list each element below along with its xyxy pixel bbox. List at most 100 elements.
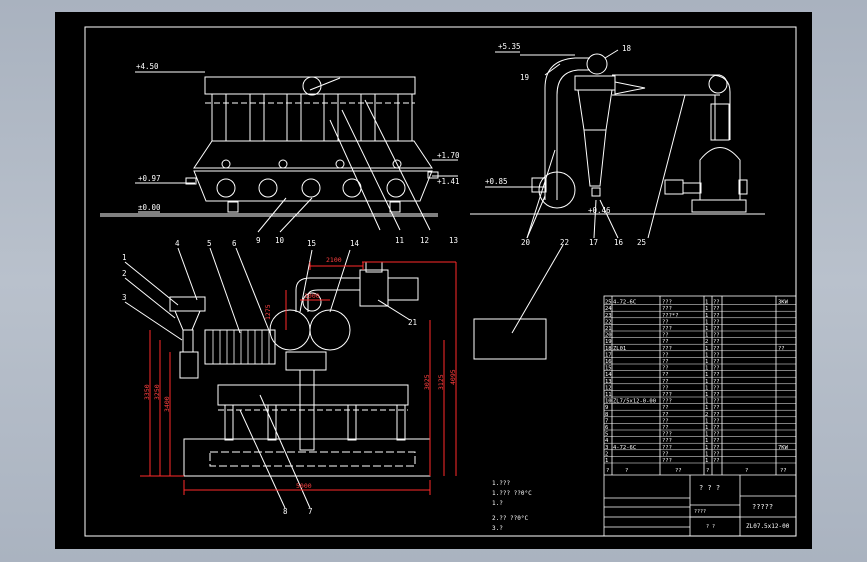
title-block-cell-mat: ?? [713, 418, 720, 424]
front-elevation [100, 71, 458, 233]
title-block-cell-mat: ?? [713, 339, 720, 345]
title-block-cell-qty: 1 [705, 352, 708, 358]
title-block-cell-no: 4 [605, 438, 609, 444]
hdr-c5: ? [745, 468, 748, 474]
title-block-cell-mat: ?? [713, 319, 720, 325]
title-block-cell-no: 12 [605, 385, 612, 391]
designer: ???? [694, 509, 706, 515]
title-block-cell-mat: ?? [713, 333, 720, 339]
dim-h5: 3125 [437, 374, 445, 390]
label-4: 4 [175, 239, 180, 248]
title-block-cell-no: 5 [605, 432, 608, 438]
title-block-cell-no: 14 [605, 372, 612, 378]
title-block-cell-mat: ?? [713, 346, 720, 352]
hdr-c6: ?? [780, 468, 787, 474]
side-elevation [470, 49, 765, 239]
title-block-cell-name: ?? [662, 372, 669, 378]
title-block-cell-code: 4-72-6C [613, 445, 636, 451]
label-5: 5 [207, 239, 212, 248]
title-block-cell-qty: 1 [705, 392, 708, 398]
title-block-cell-qty: 1 [705, 326, 708, 332]
title-block-cell-mat: ?? [713, 366, 720, 372]
title-block-cell-mat: ?? [713, 359, 720, 365]
label-10: 10 [275, 236, 285, 245]
title-block-cell-rem: 7KW [778, 445, 789, 451]
title-block-cell-name: ?? [662, 319, 669, 325]
elev-left-zero: ±0.00 [138, 203, 161, 212]
dim-top-width: 2100 [326, 256, 342, 264]
label-3: 3 [122, 293, 127, 302]
title-block-cell-qty: 1 [705, 445, 708, 451]
title-block-cell-qty: 1 [705, 399, 708, 405]
label-17: 17 [589, 238, 598, 247]
title-block-cell-no: 24 [605, 306, 612, 312]
title-block-cell-no: 7 [605, 418, 608, 424]
label-25: 25 [637, 238, 646, 247]
dim-h6: 4095 [449, 369, 457, 385]
title-block-cell-qty: 1 [705, 432, 708, 438]
title-block-cell-rem: 3KW [778, 300, 789, 306]
title-block-cell-qty: 2 [705, 339, 708, 345]
title-block-cell-name: ?? [662, 352, 669, 358]
label-7: 7 [308, 507, 313, 516]
title-block-cell-qty: 1 [705, 346, 708, 352]
label-8: 8 [283, 507, 288, 516]
note-1: 1.??? [492, 480, 510, 487]
elev-left-base: +0.97 [138, 174, 161, 183]
title-block-cell-qty: 1 [705, 379, 708, 385]
dim-small1: 1275 [264, 304, 272, 320]
plan-view [124, 247, 431, 509]
title-block-cell-no: 3 [605, 445, 608, 451]
title-block-cell-qty: 1 [705, 372, 708, 378]
label-15: 15 [307, 239, 316, 248]
title-block-cell-name: ?? [662, 379, 669, 385]
title-block-cell-mat: ?? [713, 392, 720, 398]
title-block-cell-name: ??? [662, 300, 672, 306]
title-block-cell-no: 20 [605, 333, 612, 339]
label-12: 12 [420, 236, 429, 245]
title-block-cell-mat: ?? [713, 432, 720, 438]
title-block-cell-no: 19 [605, 339, 612, 345]
title-block-cell-qty: 1 [705, 306, 708, 312]
title-block-cell-no: 2 [605, 451, 608, 457]
note-3: 1.? [492, 500, 503, 507]
title-block-cell-mat: ?? [713, 399, 720, 405]
title-block-cell-mat: ?? [713, 352, 720, 358]
title-block-cell-qty: 1 [705, 319, 708, 325]
elev-left-top: +4.50 [136, 62, 159, 71]
title-block-cell-name: ??? [662, 392, 672, 398]
company-name: ????? [752, 503, 773, 511]
label-6: 6 [232, 239, 237, 248]
title-block-cell-mat: ?? [713, 385, 720, 391]
title-block-cell-mat: ?? [713, 326, 720, 332]
dim-h2: 3250 [153, 384, 161, 400]
scale-label: ? ? [706, 524, 715, 530]
label-2: 2 [122, 269, 127, 278]
title-block-cell-name: ?? [662, 366, 669, 372]
title-block-cell-qty: 1 [705, 451, 708, 457]
title-block-cell-name: ?? [662, 339, 669, 345]
title-block-cell-no: 13 [605, 379, 612, 385]
dim-base-width: 5000 [296, 482, 312, 490]
title-block-cell-no: 16 [605, 359, 612, 365]
dim-h4: 3025 [423, 374, 431, 390]
title-block-cell-name: ?? [662, 333, 669, 339]
title-block-cell-qty: 1 [705, 366, 708, 372]
elev-right-small: +0.46 [588, 206, 611, 215]
dim-h1: 3350 [143, 384, 151, 400]
elev-right-top: +5.35 [498, 42, 521, 51]
title-block-cell-mat: ?? [713, 405, 720, 411]
hdr-c3: ?? [675, 468, 682, 474]
title-block-cell-no: 23 [605, 313, 612, 319]
dim-h3: 3400 [163, 396, 171, 412]
label-19: 19 [520, 73, 529, 82]
label-22: 22 [560, 238, 569, 247]
title-block-cell-no: 9 [605, 405, 608, 411]
label-16: 16 [614, 238, 624, 247]
title-block-cell-qty: 1 [705, 405, 708, 411]
title-block-cell-qty: 1 [705, 418, 708, 424]
title-block-cell-no: 17 [605, 352, 612, 358]
dimension-lines [140, 261, 457, 495]
title-block-cell-qty: 2 [705, 412, 708, 418]
